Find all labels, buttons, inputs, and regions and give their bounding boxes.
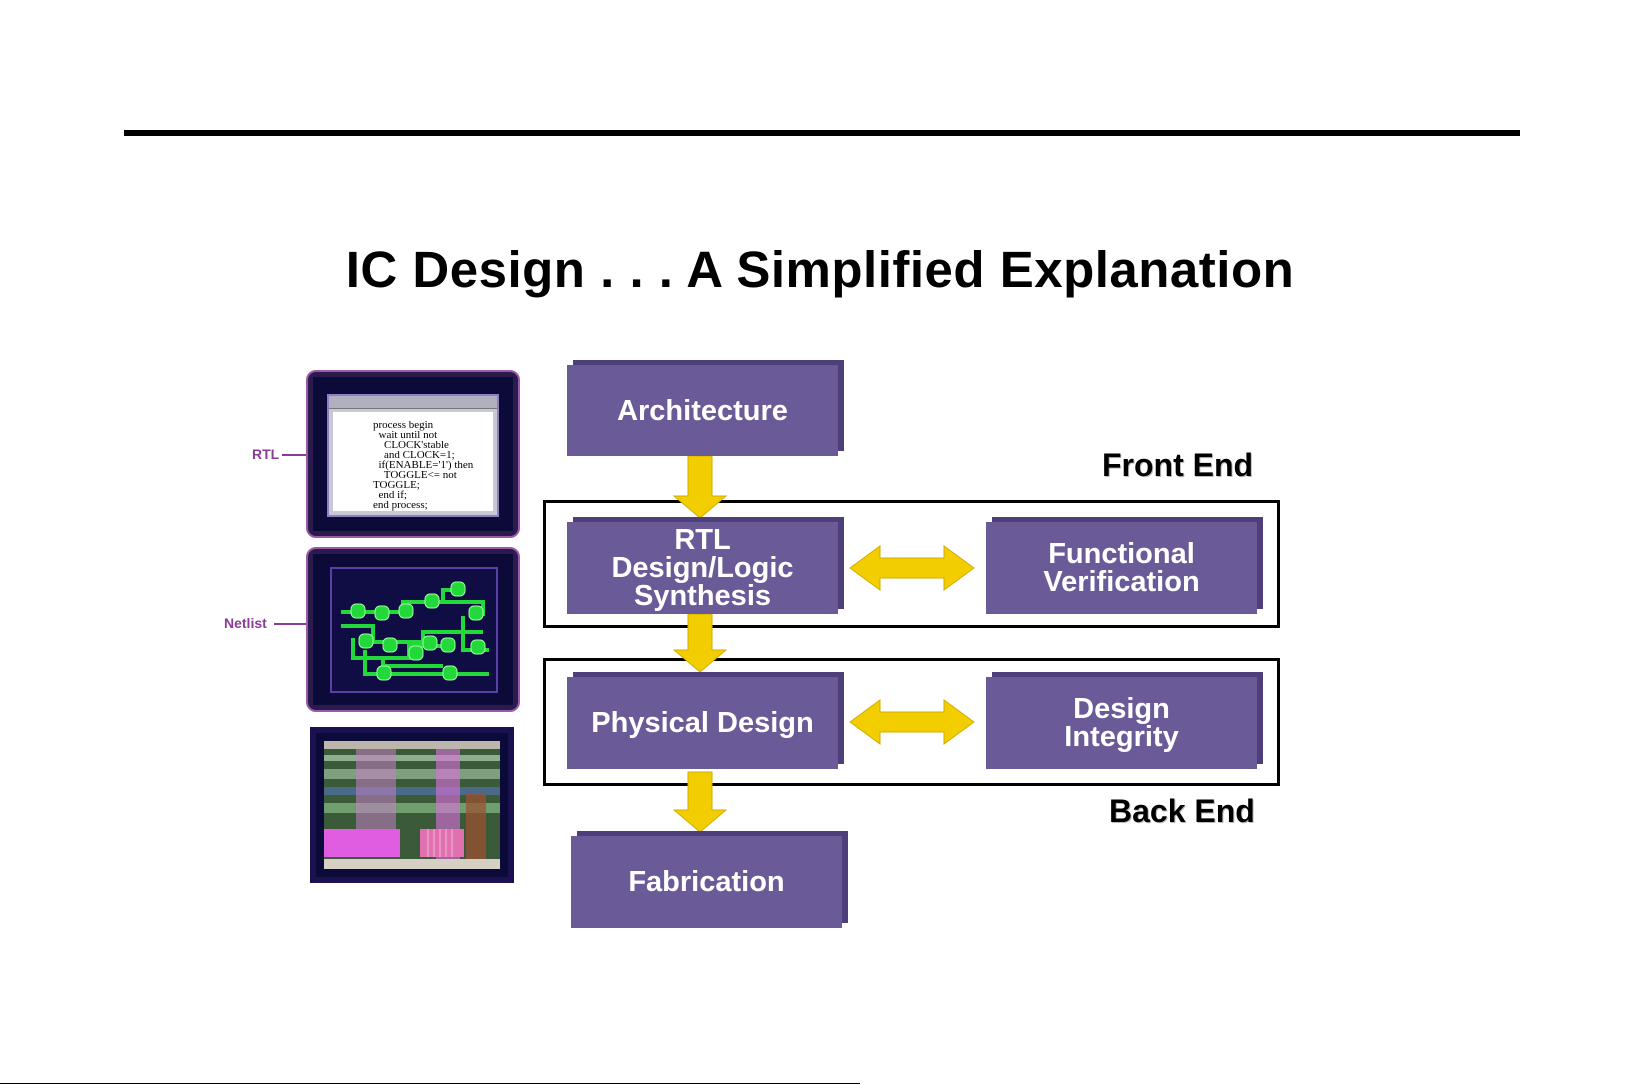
rtl-editor-window: process begin wait until not CLOCK'stabl… xyxy=(327,394,499,517)
design-integrity-line-1: Design xyxy=(1073,693,1170,725)
netlist-thumbnail xyxy=(306,547,520,712)
back-end-group-frame xyxy=(543,658,1280,786)
front-end-label: Front End xyxy=(1102,447,1254,483)
fabrication-label: Fabrication xyxy=(628,866,785,898)
arrow-physical-to-fabrication xyxy=(672,771,728,833)
arrow-rtl-to-physical xyxy=(672,613,728,673)
arrow-physical-design-integrity xyxy=(849,699,975,745)
netlist-schematic-image xyxy=(330,567,498,693)
layout-thumbnail xyxy=(310,727,514,883)
design-integrity-line-2: Integrity xyxy=(1064,721,1179,753)
rtl-code-thumbnail: process begin wait until not CLOCK'stabl… xyxy=(306,370,520,538)
rtl-label-line-1: RTL xyxy=(674,524,731,556)
architecture-label: Architecture xyxy=(617,394,788,427)
rtl-label-line-2: Design/Logic xyxy=(611,552,794,584)
rtl-editor-toolbar xyxy=(329,396,497,409)
fabrication-box: Fabrication xyxy=(571,836,842,928)
functional-verification-line-1: Functional xyxy=(1048,538,1195,570)
netlist-side-label: Netlist xyxy=(224,615,267,631)
functional-verification-line-2: Verification xyxy=(1043,566,1200,598)
rtl-side-tick xyxy=(282,454,306,456)
front-end-group-frame xyxy=(543,500,1280,628)
arrow-rtl-functional-verification xyxy=(849,545,975,591)
top-rule xyxy=(124,130,1520,136)
physical-design-label: Physical Design xyxy=(591,707,814,739)
functional-verification-box: Functional Verification xyxy=(986,522,1257,614)
netlist-thumbnail-screen xyxy=(313,554,513,705)
arrow-architecture-to-rtl xyxy=(672,455,728,519)
design-integrity-box: Design Integrity xyxy=(986,677,1257,769)
rtl-code-text: process begin wait until not CLOCK'stabl… xyxy=(333,412,493,511)
slide-title: IC Design . . . A Simplified Explanation xyxy=(345,241,1295,298)
rtl-design-box: RTL Design/Logic Synthesis xyxy=(567,522,838,614)
rtl-thumbnail-screen: process begin wait until not CLOCK'stabl… xyxy=(313,377,513,531)
layout-screenshot-image xyxy=(316,733,508,877)
rtl-side-label: RTL xyxy=(252,446,280,462)
back-end-label: Back End xyxy=(1109,793,1255,829)
architecture-box: Architecture xyxy=(567,365,838,456)
physical-design-box: Physical Design xyxy=(567,677,838,769)
netlist-side-tick xyxy=(274,623,306,625)
rtl-label-line-3: Synthesis xyxy=(634,580,771,612)
